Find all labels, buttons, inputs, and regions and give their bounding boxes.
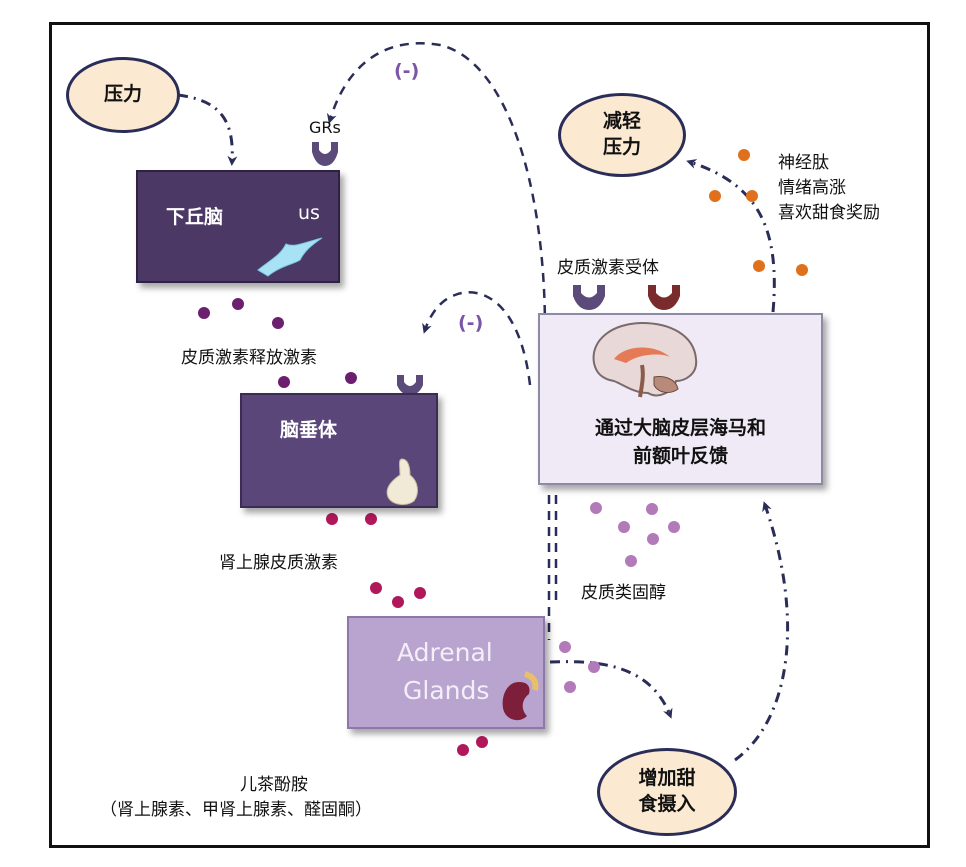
pituitary-box: 脑垂体 — [240, 393, 438, 508]
increase-sweet-line1: 增加甜 — [638, 767, 696, 790]
catecholamine-line2: （肾上腺素、甲肾上腺素、醛固酮） — [100, 800, 372, 820]
adrenal-box: Adrenal Glands — [347, 616, 545, 729]
neuro-line1: 神经肽 — [778, 153, 829, 173]
increase-sweet-line2: 食摄入 — [638, 793, 696, 815]
adrenal-line2: Glands — [403, 676, 490, 705]
catecholamine-line1: 儿茶酚胺 — [240, 775, 308, 795]
corticoid-label: 皮质类固醇 — [581, 583, 666, 603]
neuro-line3: 喜欢甜食奖励 — [778, 203, 880, 223]
stress-label: 压力 — [103, 83, 142, 106]
hypothalamus-label: 下丘脑 — [166, 206, 224, 228]
hypothalamus-box: 下丘脑 us — [136, 170, 340, 283]
increase-sweet-node: 增加甜 食摄入 — [597, 748, 737, 836]
neuron-icon — [257, 237, 323, 277]
feedback-box: 通过大脑皮层海马和 前额叶反馈 — [538, 313, 823, 485]
acth-label: 肾上腺皮质激素 — [219, 553, 338, 573]
feedback-line1: 通过大脑皮层海马和 — [594, 417, 766, 439]
kidney-icon — [502, 671, 539, 721]
pituitary-label: 脑垂体 — [280, 419, 338, 441]
stress-node: 压力 — [66, 57, 180, 133]
feedback-line2: 前额叶反馈 — [632, 445, 728, 467]
hypothalamus-suffix: us — [298, 202, 320, 224]
relieve-stress-line1: 减轻 — [602, 110, 641, 133]
neuro-line2: 情绪高涨 — [778, 178, 846, 198]
grs-label: GRs — [309, 118, 341, 137]
pituitary-gland-icon — [386, 458, 418, 505]
receptor-label: 皮质激素受体 — [557, 258, 659, 278]
relieve-stress-line2: 压力 — [602, 136, 641, 158]
minus-top-label: (-) — [394, 60, 420, 82]
relieve-stress-node: 减轻 压力 — [558, 93, 686, 177]
adrenal-line1: Adrenal — [397, 638, 493, 667]
brain-icon — [592, 321, 698, 398]
minus-mid-label: (-) — [458, 312, 484, 334]
crh-label: 皮质激素释放激素 — [181, 348, 317, 368]
